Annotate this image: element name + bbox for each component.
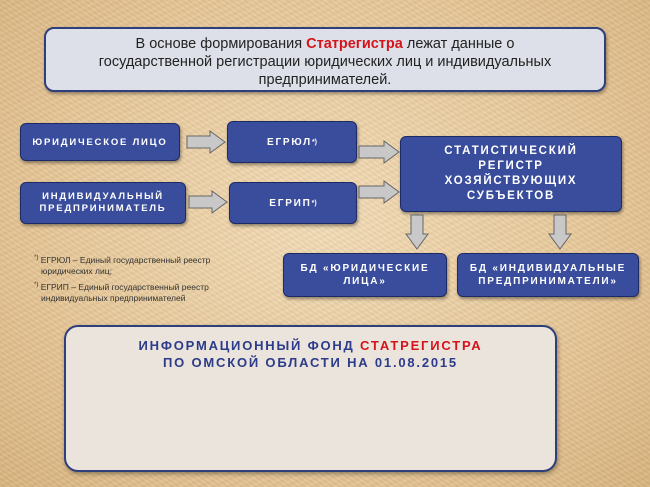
information-fund-panel: ИНФОРМАЦИОННЫЙ ФОНД СТАТРЕГИСТРА ПО ОМСК… (64, 325, 557, 472)
legal-entity-box: ЮРИДИЧЕСКОЕ ЛИЦО (20, 123, 180, 161)
fund-title-line-1: ИНФОРМАЦИОННЫЙ ФОНД СТАТРЕГИСТРА (66, 337, 555, 354)
db-ip-label-1: БД «ИНДИВИДУАЛЬНЫЕ (469, 263, 627, 274)
fund-title-part: ИНФОРМАЦИОННЫЙ ФОНД (138, 338, 361, 353)
intro-text-part: лежат данные о (402, 36, 515, 52)
intro-text-part: В основе формирования (135, 36, 307, 52)
intro-line-2: государственной регистрации юридических … (98, 54, 552, 70)
db-legal-label-2: ЛИЦА» (343, 276, 387, 287)
arrow-right-icon (186, 130, 226, 154)
footnote-egrip-line-2: индивидуальных предпринимателей (41, 292, 186, 303)
individual-entrepreneur-label-2: ПРЕДПРИНИМАТЕЛЬ (39, 203, 167, 214)
register-label-4: СУБЪЕКТОВ (466, 190, 556, 202)
statistical-register-box: СТАТИСТИЧЕСКИЙ РЕГИСТР ХОЗЯЙСТВУЮЩИХ СУБ… (400, 136, 622, 212)
intro-line-1: В основе формирования Статрегистра лежат… (46, 35, 604, 53)
egrul-footnote-mark: *) (311, 138, 318, 146)
intro-text-box: В основе формирования Статрегистра лежат… (44, 27, 606, 92)
egrul-label: ЕГРЮЛ (266, 136, 312, 148)
fund-title-line-2: ПО ОМСКОЙ ОБЛАСТИ НА 01.08.2015 (163, 355, 458, 370)
arrow-right-icon (188, 190, 228, 214)
db-legal-label-1: БД «ЮРИДИЧЕСКИЕ (300, 263, 430, 274)
footnote-egrul: *) ЕГРЮЛ – Единый государственный реестр… (34, 253, 210, 277)
legal-entity-label: ЮРИДИЧЕСКОЕ ЛИЦО (32, 136, 168, 148)
footnote-mark: *) (34, 282, 39, 288)
intro-highlight-statregister: Статрегистра (306, 36, 403, 52)
register-label-2: РЕГИСТР (478, 160, 544, 172)
egrip-box: ЕГРИП*) (229, 182, 357, 224)
footnote-egrip-line-1: ЕГРИП – Единый государственный реестр (40, 281, 209, 292)
intro-line-3: предпринимателей. (258, 72, 392, 88)
register-label-1: СТАТИСТИЧЕСКИЙ (444, 145, 578, 157)
footnote-egrul-line-2: юридических лиц; (41, 265, 112, 276)
db-ip-label-2: ПРЕДПРИНИМАТЕЛИ» (478, 276, 618, 287)
db-individual-entrepreneurs-box: БД «ИНДИВИДУАЛЬНЫЕ ПРЕДПРИНИМАТЕЛИ» (457, 253, 639, 297)
individual-entrepreneur-box: ИНДИВИДУАЛЬНЫЙ ПРЕДПРИНИМАТЕЛЬ (20, 182, 186, 224)
egrip-footnote-mark: *) (311, 199, 317, 207)
footnote-mark: *) (34, 255, 39, 261)
egrip-label: ЕГРИП (269, 197, 312, 209)
arrow-right-icon (358, 180, 400, 204)
arrow-down-icon (405, 214, 429, 250)
footnote-egrip: *) ЕГРИП – Единый государственный реестр… (34, 280, 209, 304)
fund-title-highlight: СТАТРЕГИСТРА (360, 338, 483, 353)
db-legal-entities-box: БД «ЮРИДИЧЕСКИЕ ЛИЦА» (283, 253, 447, 297)
arrow-right-icon (358, 140, 400, 164)
egrul-box: ЕГРЮЛ*) (227, 121, 357, 163)
register-label-3: ХОЗЯЙСТВУЮЩИХ (444, 175, 578, 187)
footnote-egrul-line-1: ЕГРЮЛ – Единый государственный реестр (40, 254, 211, 265)
arrow-down-icon (548, 214, 572, 250)
individual-entrepreneur-label-1: ИНДИВИДУАЛЬНЫЙ (42, 191, 164, 202)
